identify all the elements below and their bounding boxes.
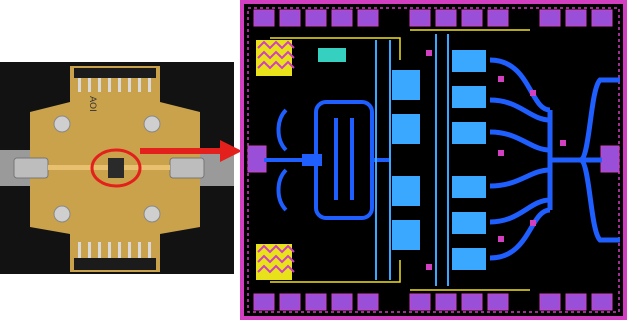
screw [53, 115, 71, 133]
transistor-stage-2 [452, 50, 486, 270]
input-line [302, 154, 322, 166]
rf-output-pad [600, 145, 620, 173]
test-board-illustration: AOI [0, 62, 234, 274]
left-sma-connector [13, 157, 49, 179]
bottom-pin-header [74, 242, 156, 270]
screw [143, 205, 161, 223]
chip-layout [240, 0, 627, 320]
capacitor-top-left [256, 40, 295, 76]
rf-input-pad [247, 145, 267, 173]
screw [53, 205, 71, 223]
test-structure [318, 48, 346, 62]
highlight-circle [90, 148, 142, 188]
bottom-bond-pads [253, 293, 613, 311]
screw [143, 115, 161, 133]
chip-die [108, 158, 124, 178]
board-marking: AOI [87, 96, 97, 112]
top-pin-header [74, 68, 156, 92]
vias [426, 50, 566, 270]
top-bond-pads [253, 9, 613, 27]
capacitor-bottom-left [256, 244, 295, 280]
arrow-icon [140, 140, 242, 162]
mmic-layout-drawing [240, 0, 627, 320]
bias-lines [270, 29, 530, 291]
bias-bus [375, 34, 449, 286]
seal-ring [240, 0, 627, 320]
transistor-stage-1 [392, 70, 420, 250]
test-board-photo: AOI [0, 62, 234, 274]
output-combiner [489, 57, 620, 261]
